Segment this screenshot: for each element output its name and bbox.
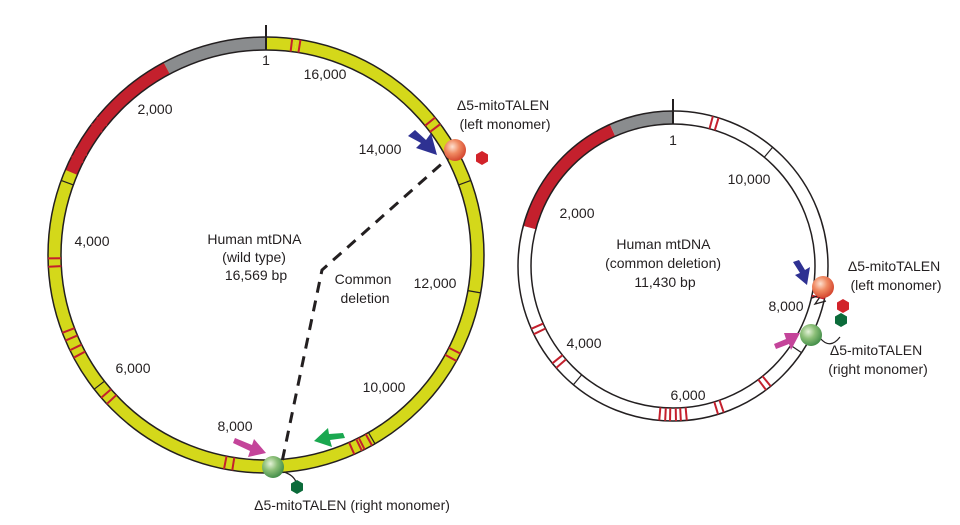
wild-type-gene-mark: [444, 353, 457, 362]
wild-type-gene-mark: [231, 457, 236, 471]
wild-type-gene-mark: [448, 346, 461, 355]
right-talen-monomer: [262, 456, 303, 494]
deleted-right-talen-sphere: [800, 324, 822, 346]
deleted-gene-mark: [555, 358, 567, 369]
wild-type-plasmid: Human mtDNA (wild type) 16,569 bp Common…: [47, 25, 553, 513]
deleted-right-talen-label: Δ5-mitoTALEN (right monomer): [828, 342, 928, 377]
deleted-gene-mark: [718, 399, 725, 413]
left-talen-monomer: [444, 139, 488, 165]
wild-type-gene-mark: [223, 455, 228, 470]
position-label-10000: 10,000: [363, 379, 406, 395]
wild-type-gene-mark: [48, 265, 62, 268]
wild-type-boundary-tick: [60, 179, 74, 186]
right-talen-label: Δ5-mitoTALEN (right monomer): [254, 497, 450, 513]
position-label-14000: 14,000: [359, 141, 402, 157]
position-label-8000: 8,000: [217, 418, 252, 434]
deleted-position-label-4000: 4,000: [566, 335, 601, 351]
wild-type-gene-mark: [429, 123, 441, 133]
wild-type-segment-yellow: [266, 37, 297, 52]
deleted-left-talen-hexagon: [837, 299, 849, 313]
deleted-blue-arrow-icon: [793, 260, 810, 285]
deleted-center-label: Human mtDNA (common deletion) 11,430 bp: [605, 236, 725, 290]
wild-type-gene-mark: [297, 39, 302, 53]
right-talen-sphere: [262, 456, 284, 478]
green-arrow-icon: [314, 428, 345, 447]
wild-type-gene-mark: [69, 343, 83, 352]
wild-type-gene-mark: [61, 327, 75, 334]
position-label-2000: 2,000: [137, 101, 172, 117]
deleted-gene-mark: [664, 407, 667, 421]
deleted-gene-mark: [679, 407, 682, 421]
deleted-left-talen-label: Δ5-mitoTALEN (left monomer): [848, 258, 944, 293]
deleted-left-talen-sphere: [812, 276, 834, 298]
left-talen-hexagon: [476, 151, 488, 165]
deleted-right-talen-hexagon: [835, 313, 847, 327]
deleted-gene-mark: [757, 378, 767, 391]
wild-type-gene-mark: [91, 123, 103, 133]
deleted-magenta-arrow-icon: [774, 333, 800, 350]
right-talen-hexagon: [291, 480, 303, 494]
blue-arrow-icon: [408, 130, 437, 155]
wild-type-boundary-tick: [467, 290, 481, 294]
deleted-gene-mark: [708, 115, 714, 130]
deleted-gene-mark: [684, 407, 688, 421]
deleted-gene-mark: [713, 401, 720, 415]
deleted-gene-mark: [533, 327, 546, 336]
deleted-segment-red: [523, 124, 616, 230]
position-label-16000: 16,000: [304, 66, 347, 82]
wild-type-gene-mark: [73, 350, 86, 359]
wild-type-gene-mark: [355, 438, 363, 452]
magenta-arrow-icon: [233, 438, 266, 457]
deleted-gene-mark: [658, 407, 662, 421]
deleted-right-talen-monomer: [800, 313, 847, 346]
common-deletion-label: Common deletion: [335, 271, 396, 306]
deleted-gene-mark: [713, 117, 720, 131]
wild-type-gene-mark: [424, 116, 436, 127]
deleted-gene-mark: [811, 294, 825, 300]
deleted-plasmid: Human mtDNA (common deletion) 11,430 bp …: [517, 99, 944, 422]
wild-type-gene-mark: [289, 38, 294, 52]
position-label-1: 1: [262, 52, 270, 68]
wild-type-gene-mark: [364, 433, 373, 446]
deleted-ring: [517, 99, 829, 422]
wild-type-gene-mark: [348, 442, 356, 455]
position-label-4000: 4,000: [74, 233, 109, 249]
deleted-gene-mark: [551, 354, 564, 365]
deleted-position-label-10000: 10,000: [728, 171, 771, 187]
wild-type-gene-mark: [106, 394, 118, 405]
wild-type-gene-mark: [357, 437, 366, 450]
deleted-gene-mark: [761, 375, 772, 387]
deleted-position-label-6000: 6,000: [670, 387, 705, 403]
wild-type-gene-mark: [96, 116, 108, 127]
common-deletion-line: [280, 150, 456, 463]
position-label-6000: 6,000: [115, 360, 150, 376]
deleted-position-label-8000: 8,000: [768, 298, 803, 314]
deleted-boundary-tick: [572, 374, 583, 386]
deleted-segment-gray: [609, 111, 673, 137]
deleted-position-label-2000: 2,000: [559, 205, 594, 221]
wild-type-boundary-tick: [458, 179, 472, 186]
deleted-gene-mark: [530, 322, 544, 330]
deleted-position-label-1: 1: [669, 132, 677, 148]
wild-type-boundary-tick: [367, 432, 376, 445]
position-label-12000: 12,000: [414, 275, 457, 291]
deleted-left-talen-monomer: [812, 276, 849, 313]
wild-type-gene-mark: [71, 155, 84, 164]
wild-type-gene-mark: [65, 334, 78, 342]
wild-type-boundary-tick: [93, 380, 105, 390]
wild-type-gene-mark: [100, 388, 112, 399]
deleted-boundary-tick: [763, 146, 774, 158]
wild-type-segment-red: [65, 62, 170, 175]
left-talen-label: Δ5-mitoTALEN (left monomer): [457, 97, 553, 132]
left-talen-sphere: [444, 139, 466, 161]
wild-type-gene-mark: [75, 148, 88, 157]
wild-type-center-label: Human mtDNA (wild type) 16,569 bp: [207, 231, 304, 283]
